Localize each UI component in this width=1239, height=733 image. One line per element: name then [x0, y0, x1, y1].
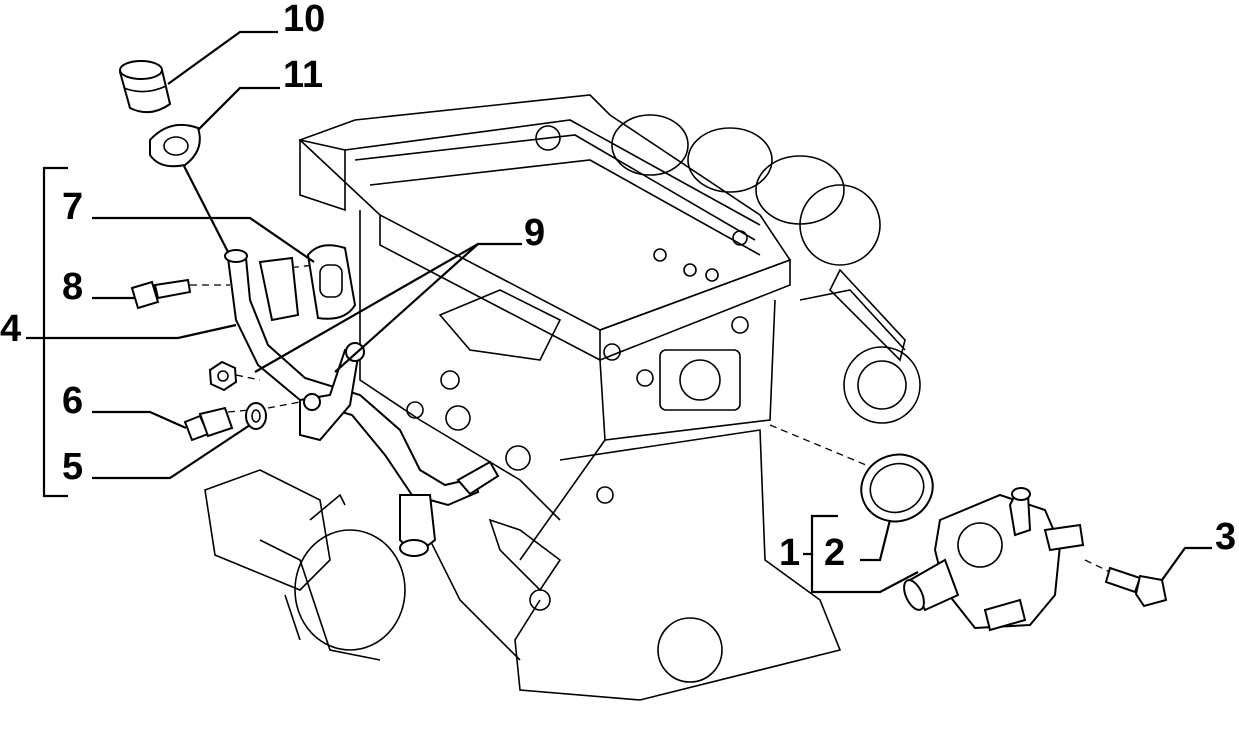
callout-11: 11: [283, 54, 324, 96]
callout-9: 9: [524, 212, 546, 254]
part-1-thermostat-housing: [903, 487, 1085, 632]
part-7-gasket: [306, 244, 357, 320]
callout-3: 3: [1215, 516, 1237, 558]
callout-10: 10: [283, 0, 326, 40]
part-9-nut: [208, 360, 238, 392]
part-4-coolant-pipe: [224, 249, 500, 557]
part-8-bolt: [130, 278, 192, 310]
engine-block-drawing: [190, 94, 1111, 701]
oil-filter-drawing: [204, 469, 406, 661]
part-6-fitting: [183, 406, 234, 442]
part-11-clamp: [149, 124, 201, 168]
part-10-hose-connector: [118, 60, 172, 114]
callout-5: 5: [62, 446, 84, 488]
callout-8: 8: [62, 266, 84, 308]
part-5-washer: [245, 402, 267, 430]
callout-6: 6: [62, 380, 84, 422]
part-2-o-ring: [860, 453, 934, 523]
callout-4: 4: [0, 308, 22, 350]
callout-1: 1: [779, 532, 801, 574]
part-3-bolt: [1104, 566, 1168, 608]
callout-7: 7: [62, 186, 84, 228]
callout-2: 2: [824, 532, 846, 574]
leader-lines: [26, 30, 1212, 594]
